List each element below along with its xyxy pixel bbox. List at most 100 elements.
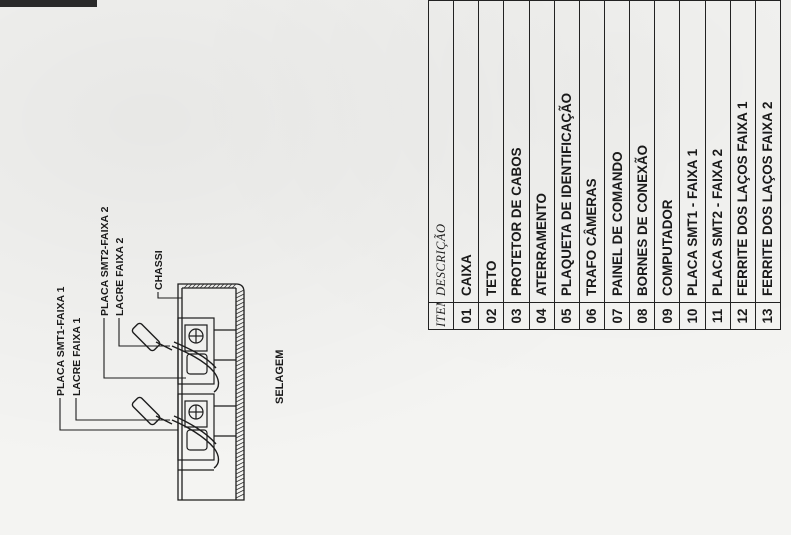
hatch-line [207, 283, 213, 289]
row-descricao: TETO [478, 0, 504, 303]
row-item: 11 [705, 302, 731, 330]
label-placa-smt2: PLACA SMT2-FAIXA 2 [99, 206, 111, 316]
hatch-line [235, 473, 245, 479]
chassis-outline [177, 283, 245, 501]
row-descricao: ATERRAMENTO [529, 0, 555, 303]
header-descricao: DESCRIÇÃO [428, 0, 454, 303]
hatch-line [199, 283, 205, 289]
hatch-line [235, 309, 245, 315]
row-item: 04 [529, 302, 555, 330]
label-chassi: CHASSI [153, 250, 165, 290]
row-item: 05 [554, 302, 580, 330]
hatch-line [235, 365, 245, 371]
hatch-line [235, 477, 245, 483]
hatch-line [235, 313, 245, 319]
hatch-line [183, 283, 189, 289]
lacre-faixa1-drawing [131, 396, 220, 469]
hatch-line [235, 465, 245, 471]
hatch-line [235, 353, 245, 359]
hatch-line [235, 461, 245, 467]
hatch-line [211, 283, 217, 289]
hatch-line [215, 283, 221, 289]
hatch-line [235, 341, 245, 347]
hatch-line [235, 489, 245, 495]
row-descricao: PLACA SMT1 - FAIXA 1 [679, 0, 706, 303]
row-item: 07 [604, 302, 630, 330]
row-descricao: FERRITE DOS LAÇOS FAIXA 1 [730, 0, 756, 303]
hatch-line [235, 329, 245, 335]
placa-smt1-drawing [177, 393, 236, 471]
label-lacre-faixa2: LACRE FAIXA 2 [114, 237, 126, 316]
hatch-line [235, 453, 245, 459]
hatch-line [235, 445, 245, 451]
hatch-line [235, 325, 245, 331]
row-item: 06 [579, 302, 605, 330]
hatch-line [235, 369, 245, 375]
hatch-line [235, 409, 245, 415]
hatch-line [235, 377, 245, 383]
hatch-line [235, 485, 245, 491]
hatch-line [235, 481, 245, 487]
hatch-line [235, 417, 245, 423]
hatch-line [227, 283, 233, 289]
hatch-line [235, 361, 245, 367]
row-item: 03 [503, 302, 530, 330]
row-item: 10 [679, 302, 706, 330]
hatch-line [235, 357, 245, 363]
hatch-line [235, 373, 245, 379]
row-descricao: COMPUTADOR [654, 0, 680, 303]
hatch-line [235, 317, 245, 323]
hatch-line [235, 457, 245, 463]
scan-edge-mark [0, 0, 97, 7]
row-item: 01 [453, 302, 479, 330]
hatch-line [219, 283, 225, 289]
hatch-line [235, 337, 245, 343]
hatch-line [235, 389, 245, 395]
hatch-line [235, 449, 245, 455]
hatch-line [235, 385, 245, 391]
hatch-line [235, 289, 245, 295]
hatch-line [235, 305, 245, 311]
hatch-line [191, 283, 197, 289]
hatch-line [235, 405, 245, 411]
placa-smt2-drawing [177, 317, 236, 385]
hatch-line [235, 349, 245, 355]
row-item: 08 [629, 302, 655, 330]
hatch-line [235, 381, 245, 387]
hatch-line [235, 493, 245, 499]
leader-lines [59, 292, 186, 431]
lacre-faixa2-drawing [131, 322, 220, 393]
hatch-line [235, 397, 245, 403]
hatch-line [187, 283, 193, 289]
hatch-line [235, 401, 245, 407]
hatch-line [235, 421, 245, 427]
caption-selagem: SELAGEM [274, 350, 286, 404]
table-header-row: ITEM DESCRIÇÃO [428, 0, 454, 330]
hatch-line [235, 425, 245, 431]
hatch-line [235, 437, 245, 443]
row-descricao: BORNES DE CONEXÃO [629, 0, 655, 303]
row-descricao: PLACA SMT2 - FAIXA 2 [705, 0, 731, 303]
row-descricao: PLAQUETA DE IDENTIFICAÇÃO [554, 0, 580, 303]
row-descricao: TRAFO CÂMERAS [579, 0, 605, 303]
hatch-line [231, 283, 237, 289]
hatch-line [195, 283, 201, 289]
row-item: 09 [654, 302, 680, 330]
row-descricao: PROTETOR DE CABOS [503, 0, 530, 303]
